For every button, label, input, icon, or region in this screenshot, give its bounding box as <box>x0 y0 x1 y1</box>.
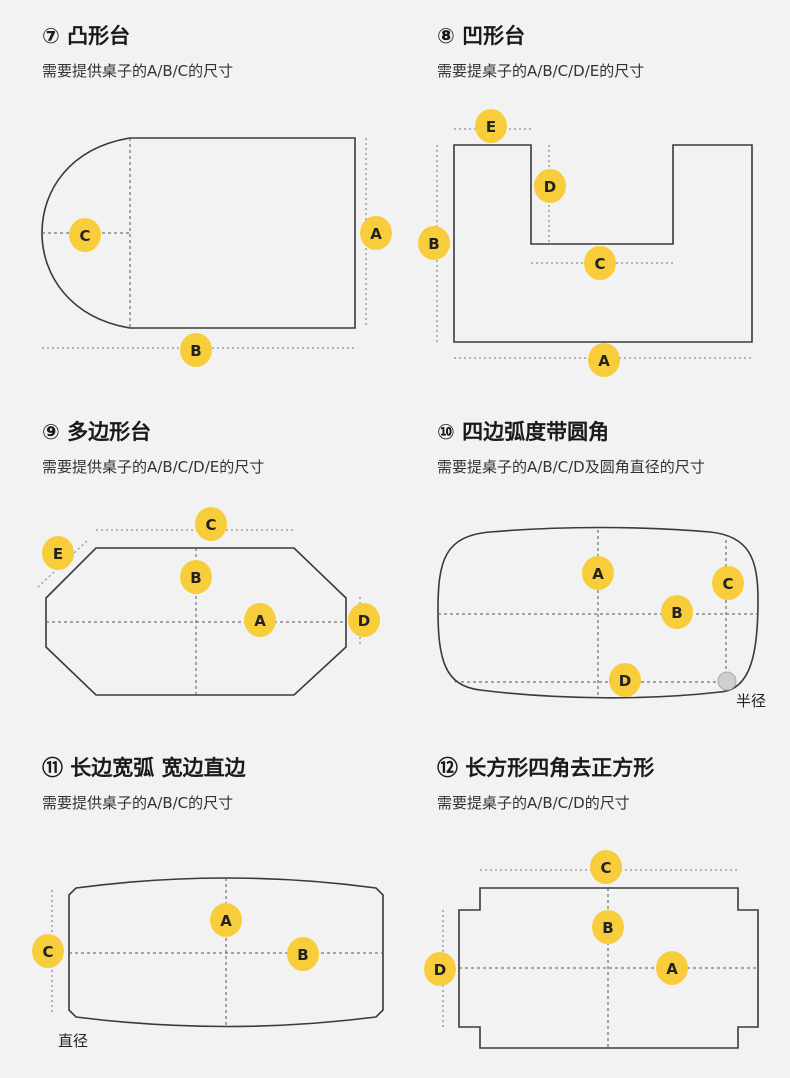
badge-8-e: E <box>475 109 507 143</box>
badge-label: C <box>594 255 605 273</box>
badge-label: B <box>190 342 201 360</box>
badge-11-a: A <box>210 903 242 937</box>
badge-8-c: C <box>584 246 616 280</box>
badge-label: C <box>722 575 733 593</box>
badge-circle <box>661 595 693 629</box>
badge-9-a: A <box>244 603 276 637</box>
badge-circle <box>42 536 74 570</box>
badge-10-a: A <box>582 556 614 590</box>
badge-12-b: B <box>592 910 624 944</box>
badge-circle <box>592 910 624 944</box>
panel-10-title: ⑩ 四边弧度带圆角 <box>437 420 609 444</box>
badge-circle <box>180 560 212 594</box>
badge-label: C <box>600 859 611 877</box>
panel-12-shape <box>442 869 759 1049</box>
badge-circle <box>287 937 319 971</box>
badge-circle <box>609 663 641 697</box>
badge-label: D <box>358 612 370 630</box>
badge-label: C <box>42 943 53 961</box>
badge-label: A <box>220 912 232 930</box>
badge-11-b: B <box>287 937 319 971</box>
badge-8-d: D <box>534 169 566 203</box>
panel-11-subtitle: 需要提供桌子的A/B/C的尺寸 <box>42 794 233 812</box>
badge-circle <box>424 952 456 986</box>
badge-label: D <box>619 672 631 690</box>
badge-circle <box>348 603 380 637</box>
badge-label: B <box>602 919 613 937</box>
panel-10-shape <box>437 526 759 699</box>
badge-label: B <box>671 604 682 622</box>
badge-label: A <box>592 565 604 583</box>
badge-10-c: C <box>712 566 744 600</box>
badge-circle <box>210 903 242 937</box>
badge-circle <box>244 603 276 637</box>
badge-9-d: D <box>348 603 380 637</box>
radius-note: 半径 <box>736 692 766 710</box>
badge-circle <box>475 109 507 143</box>
badge-label: A <box>666 960 678 978</box>
badge-label: C <box>79 227 90 245</box>
badge-12-a: A <box>656 951 688 985</box>
panel-12-subtitle: 需要提桌子的A/B/C/D的尺寸 <box>437 794 630 812</box>
panel-8-shape <box>436 128 753 359</box>
badge-circle <box>588 343 620 377</box>
badge-label: D <box>544 178 556 196</box>
panel-11-shape <box>51 877 384 1028</box>
badge-7-c: C <box>69 218 101 252</box>
badge-label: A <box>598 352 610 370</box>
badge-label: A <box>254 612 266 630</box>
badge-circle <box>180 333 212 367</box>
badge-circle <box>582 556 614 590</box>
badge-circle <box>418 226 450 260</box>
badge-circle <box>69 218 101 252</box>
badge-10-b: B <box>661 595 693 629</box>
badge-10-d: D <box>609 663 641 697</box>
badge-12-d: D <box>424 952 456 986</box>
panel-9-subtitle: 需要提供桌子的A/B/C/D/E的尺寸 <box>42 458 264 476</box>
badge-label: B <box>428 235 439 253</box>
badge-circle <box>590 850 622 884</box>
badge-7-b: B <box>180 333 212 367</box>
badge-circle <box>32 934 64 968</box>
panel-7-subtitle: 需要提供桌子的A/B/C的尺寸 <box>42 62 233 80</box>
dimension-badges: C A B E D B C A C E B A D A C B D A B C C B A D <box>32 109 744 986</box>
badge-8-a: A <box>588 343 620 377</box>
badge-9-c: C <box>195 507 227 541</box>
badge-8-b: B <box>418 226 450 260</box>
badge-circle <box>360 216 392 250</box>
badge-circle <box>195 507 227 541</box>
badge-label: C <box>205 516 216 534</box>
panel-9-title: ⑨ 多边形台 <box>42 420 151 444</box>
panel-9-shape <box>37 529 361 696</box>
badge-12-c: C <box>590 850 622 884</box>
panel-8-subtitle: 需要提桌子的A/B/C/D/E的尺寸 <box>437 62 644 80</box>
badge-11-c: C <box>32 934 64 968</box>
badge-circle <box>534 169 566 203</box>
badge-9-e: E <box>42 536 74 570</box>
badge-label: E <box>53 545 63 563</box>
badge-label: D <box>434 961 446 979</box>
panel-8-title: ⑧ 凹形台 <box>437 24 525 48</box>
badge-9-b: B <box>180 560 212 594</box>
corner-radius-marker <box>717 671 737 691</box>
badge-label: E <box>486 118 496 136</box>
panel-12-title: ⑫ 长方形四角去正方形 <box>437 756 654 780</box>
badge-label: B <box>190 569 201 587</box>
badge-label: A <box>370 225 382 243</box>
badge-7-a: A <box>360 216 392 250</box>
panel-7-title: ⑦ 凸形台 <box>42 24 130 48</box>
badge-circle <box>656 951 688 985</box>
badge-label: B <box>297 946 308 964</box>
badge-circle <box>584 246 616 280</box>
badge-circle <box>712 566 744 600</box>
panel-11-title: ⑪ 长边宽弧 宽边直边 <box>42 756 247 780</box>
diameter-note: 直径 <box>58 1032 88 1050</box>
panel-10-subtitle: 需要提桌子的A/B/C/D及圆角直径的尺寸 <box>437 458 705 476</box>
